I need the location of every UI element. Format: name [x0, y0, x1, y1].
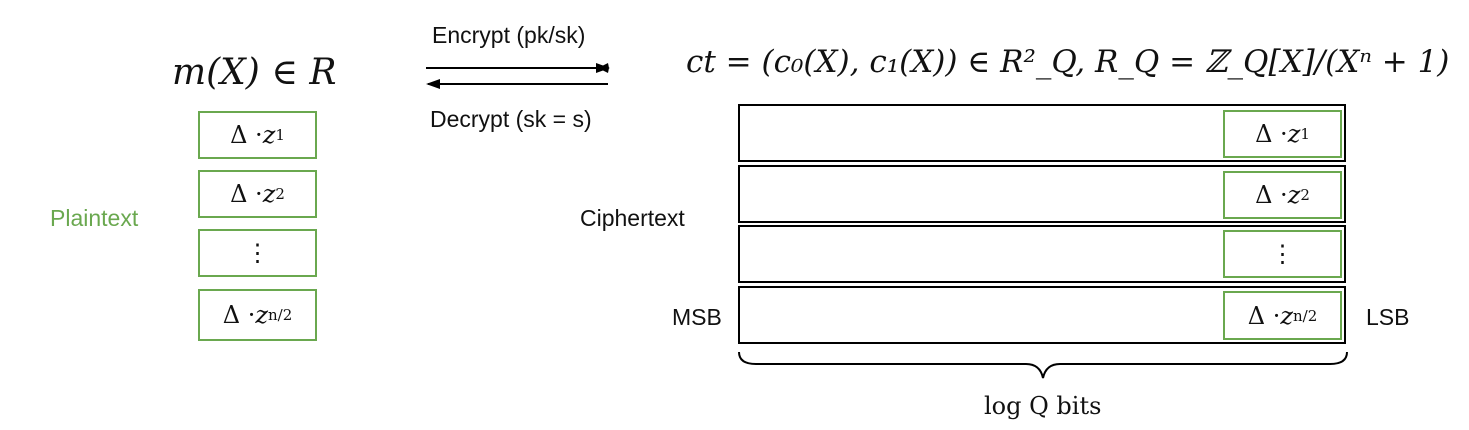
message-formula: m(X) ∈ R: [172, 52, 337, 93]
message-polynomial-label: m(X) ∈ R: [172, 52, 337, 93]
slot-var: z: [262, 180, 276, 208]
slot-prefix: Δ ·: [222, 301, 256, 329]
ciphertext-label: Ciphertext: [580, 205, 685, 231]
bits-label: log Q bits: [984, 392, 1102, 420]
plaintext-slot-ellipsis: ⋮: [198, 229, 317, 277]
slot-sub: 2: [1300, 186, 1310, 204]
plaintext-label: Plaintext: [50, 205, 139, 231]
slot-sub: 1: [1300, 125, 1310, 143]
slot-prefix: ⋮: [245, 239, 270, 267]
slot-sub: n/2: [1292, 306, 1318, 325]
decrypt-label-text: Decrypt (sk = s): [430, 106, 592, 132]
slot-prefix: Δ ·: [1247, 301, 1281, 330]
slot-var: z: [1280, 301, 1293, 330]
decrypt-label: Decrypt (sk = s): [430, 106, 592, 133]
slot-sub: 2: [275, 185, 285, 203]
slot-prefix: Δ ·: [230, 121, 263, 149]
lsb-label: LSB: [1366, 304, 1410, 330]
slot-prefix: Δ ·: [1255, 120, 1288, 148]
slot-var: z: [255, 301, 268, 329]
slot-prefix: ⋮: [1270, 240, 1295, 268]
decrypt-arrowhead: [426, 79, 440, 89]
slot-sub: n/2: [267, 306, 293, 324]
slot-prefix: Δ ·: [230, 180, 263, 208]
ciphertext-formula: ct = (c₀(X), c₁(X)) ∈ R²_Q, R_Q = ℤ_Q[X]…: [686, 44, 1450, 80]
msb-label: MSB: [672, 304, 722, 330]
slot-var: z: [1287, 120, 1301, 148]
bit-width-brace: [738, 351, 1348, 379]
encrypt-label: Encrypt (pk/sk): [432, 22, 586, 48]
slot-var: z: [262, 121, 276, 149]
slot-sub: 1: [275, 126, 285, 144]
encrypt-decrypt-arrows: [426, 63, 610, 89]
slot-prefix: Δ ·: [1255, 181, 1288, 209]
slot-var: z: [1287, 181, 1301, 209]
ciphertext-slot-ellipsis: ⋮: [1223, 230, 1342, 278]
